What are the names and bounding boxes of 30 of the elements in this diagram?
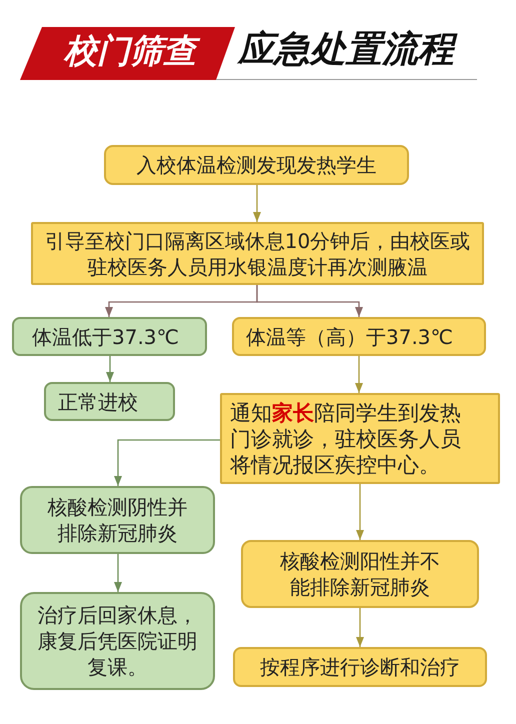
process-box: [44, 382, 175, 421]
step-text: 引导至校门口隔离区域休息10分钟后，由校医或驻校医务人员用水银温度计再次测腋温: [44, 228, 472, 280]
arrow: [356, 608, 364, 647]
process-box: [104, 145, 409, 185]
process-box: [220, 393, 500, 484]
step-text: 核酸检测阳性并不能排除新冠肺炎: [279, 548, 441, 600]
arrow: [356, 484, 364, 540]
step-text: 核酸检测阴性并排除新冠肺炎: [46, 494, 188, 546]
arrow: [355, 356, 363, 393]
process-box: [12, 317, 207, 356]
process-box: [232, 317, 486, 356]
arrow: [114, 554, 122, 592]
arrow: [253, 185, 261, 222]
process-box: [20, 486, 215, 554]
step-text: 正常进校: [58, 388, 138, 414]
step-text: 入校体温检测发现发热学生: [136, 152, 376, 178]
process-box: [233, 647, 487, 687]
step-text: 体温等（高）于37.3℃: [246, 324, 453, 350]
step-text: 体温低于37.3℃: [32, 324, 179, 350]
process-box: [31, 222, 484, 285]
title-heading: 应急处置流程: [236, 28, 462, 74]
process-box: [20, 592, 215, 690]
banner-text: 校门筛查: [62, 29, 204, 75]
process-box: [241, 540, 479, 608]
step-text: 通知家长陪同学生到发热门诊就诊，驻校医务人员将情况报区疾控中心。: [230, 400, 462, 478]
arrow: [106, 356, 114, 382]
arrow: [256, 285, 363, 317]
arrow: [114, 439, 220, 486]
step-text: 治疗后回家休息，康复后凭医院证明复课。: [36, 602, 198, 680]
step-text: 按程序进行诊断和治疗: [260, 654, 460, 680]
